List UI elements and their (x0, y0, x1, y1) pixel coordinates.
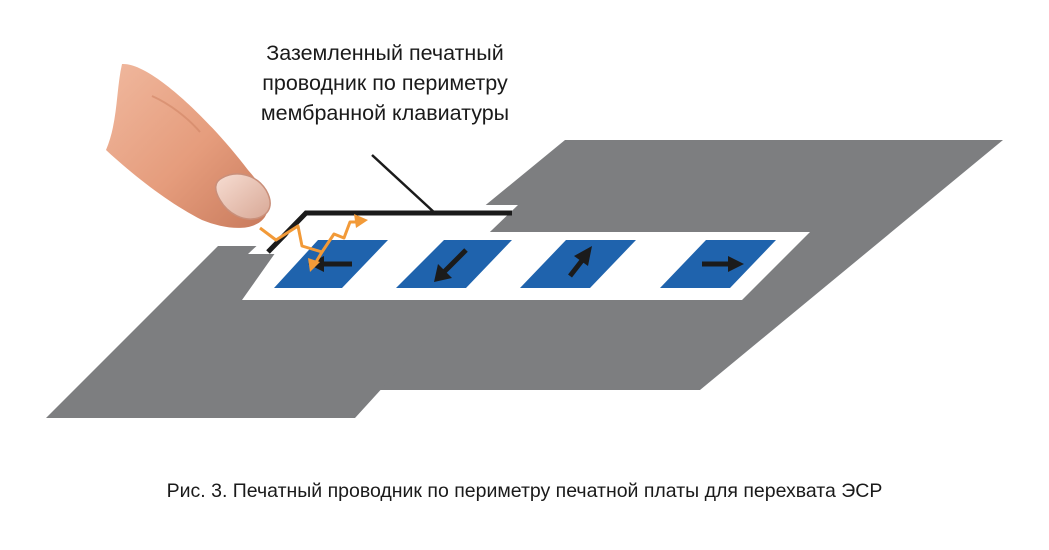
key-down-left (396, 240, 512, 288)
callout-line-3: мембранной клавиатуры (260, 101, 510, 125)
key-up-right (520, 240, 636, 288)
arrow-right-icon (702, 256, 744, 272)
callout-label: Заземленный печатный проводник по периме… (215, 38, 555, 128)
arrow-down-left-icon (434, 248, 468, 282)
esd-discharge-icon (259, 214, 368, 272)
key-right (660, 240, 776, 288)
callout-line-2: проводник по периметру (262, 71, 508, 95)
callout-leader-line (371, 154, 437, 215)
finger-icon (106, 63, 271, 228)
arrow-up-right-icon (568, 246, 592, 278)
callout-line-1: Заземленный печатный (266, 41, 504, 65)
grounded-trace (266, 210, 512, 254)
figure-caption: Рис. 3. Печатный проводник по периметру … (166, 480, 883, 502)
